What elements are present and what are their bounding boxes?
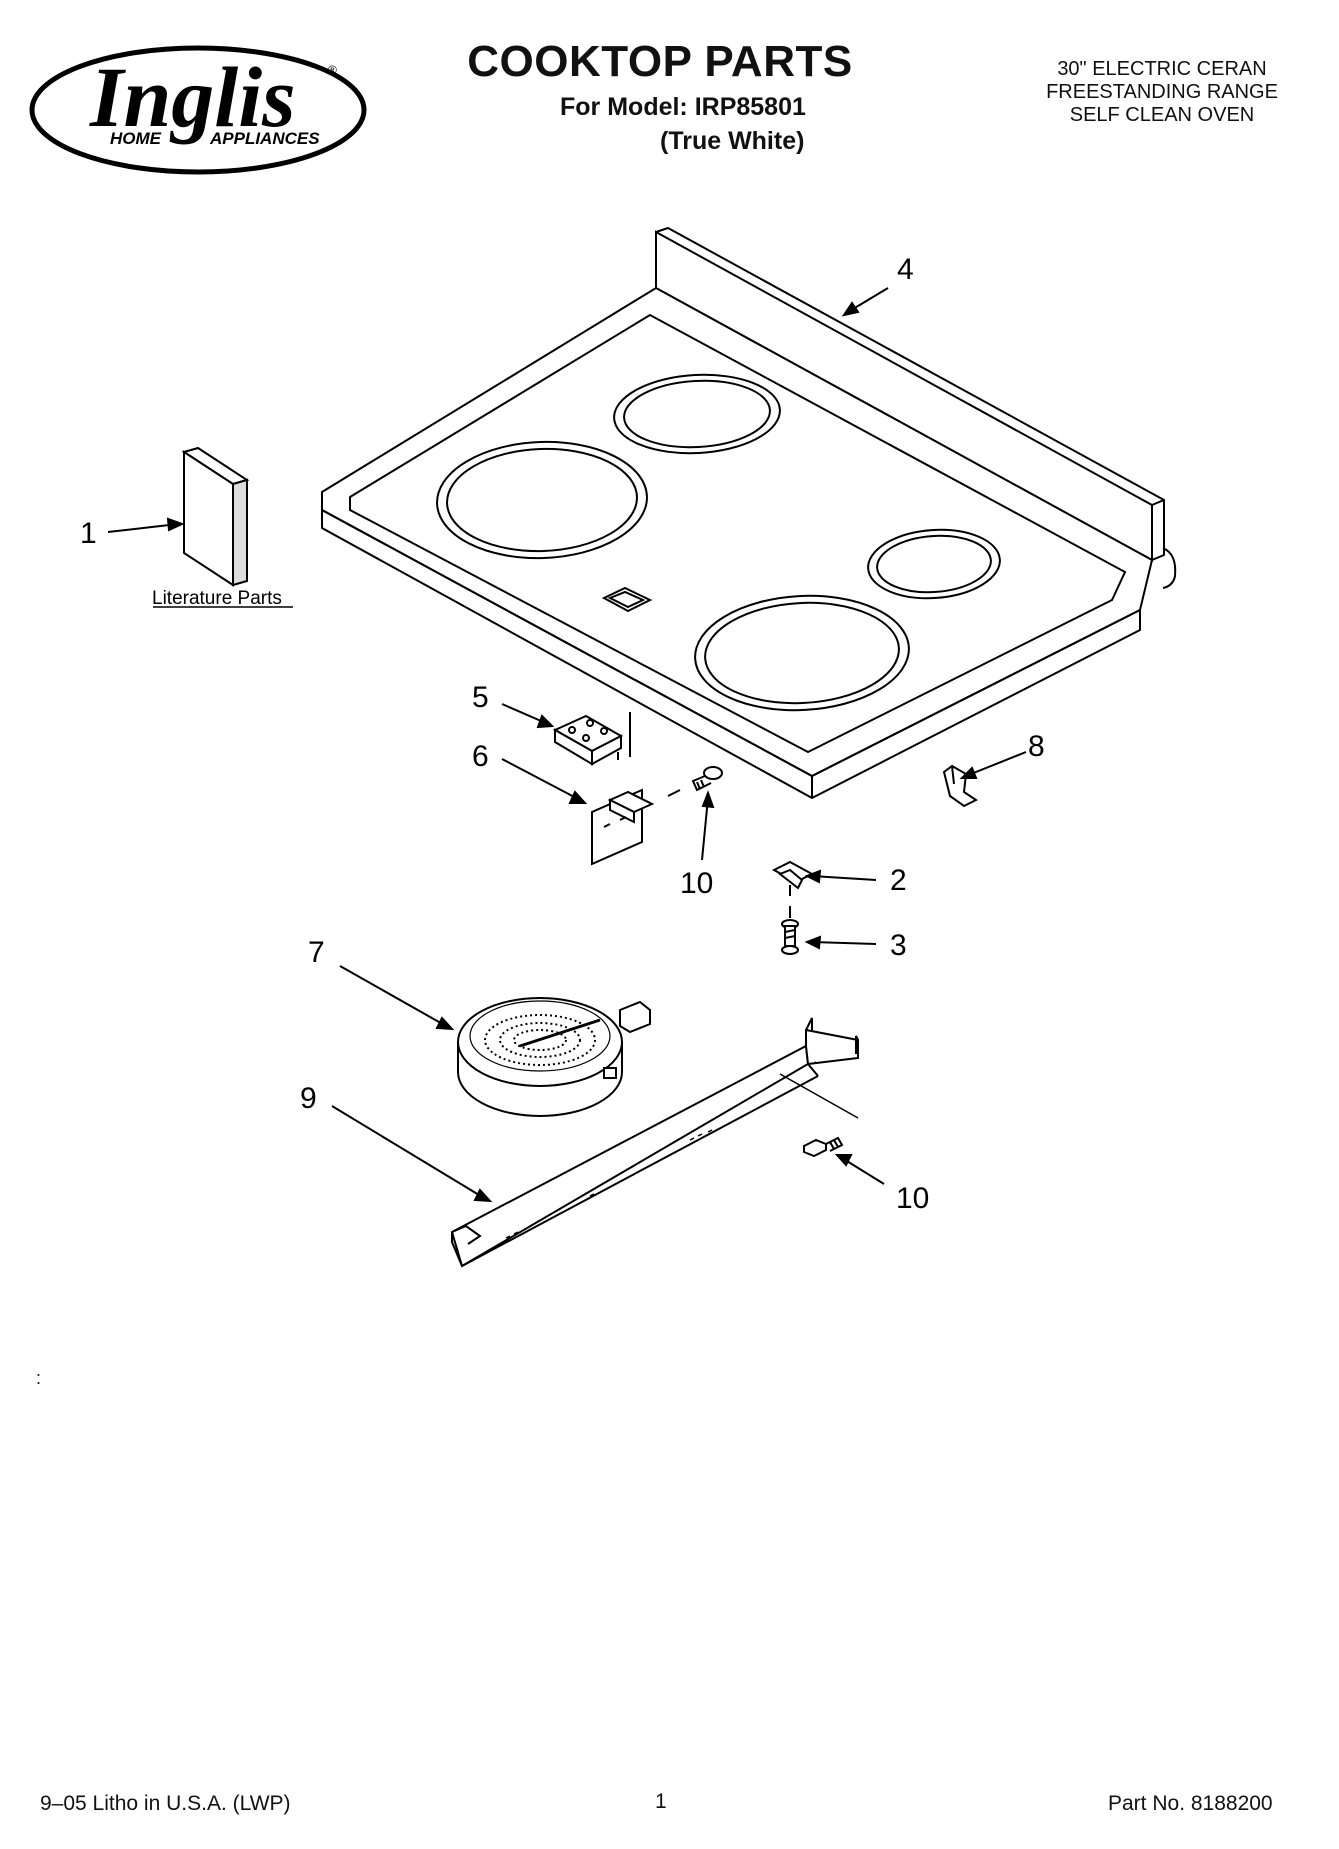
logo-tagline-home: HOME	[110, 129, 162, 148]
part-bracket	[591, 788, 681, 866]
callout-8: 8	[1028, 730, 1045, 763]
appliance-description: 30" ELECTRIC CERAN FREESTANDING RANGE SE…	[1012, 58, 1312, 127]
title-block: COOKTOP PARTS For Model: IRP85801 (True …	[440, 38, 880, 156]
callout-5: 5	[472, 681, 489, 714]
logo-wordmark: Inglis	[89, 49, 296, 145]
part-terminal-block	[552, 712, 631, 766]
part-clip-bracket	[771, 860, 815, 918]
footer-litho: 9–05 Litho in U.S.A. (LWP)	[40, 1792, 291, 1815]
part-cooktop	[321, 226, 1177, 800]
stray-mark: :	[36, 1368, 42, 1388]
callout-3: 3	[890, 929, 907, 962]
callout-1: 1	[80, 517, 97, 550]
footer-part-number: Part No. 8188200	[1108, 1792, 1273, 1815]
model-line: For Model: IRP85801	[560, 93, 806, 121]
part-clip	[942, 764, 978, 808]
callout-2: 2	[890, 864, 907, 897]
footer-page-number: 1	[655, 1790, 667, 1813]
literature-parts-label: Literature Parts	[152, 588, 282, 609]
part-radiant-element	[457, 997, 651, 1117]
page-title: COOKTOP PARTS	[467, 37, 853, 86]
callout-10-lower: 10	[896, 1182, 929, 1215]
part-screw-upper	[691, 766, 723, 792]
description-line: FREESTANDING RANGE	[1046, 81, 1278, 103]
description-line: SELF CLEAN OVEN	[1069, 104, 1255, 126]
callout-10-upper: 10	[680, 867, 713, 900]
description-line: 30" ELECTRIC CERAN	[1057, 58, 1267, 80]
inglis-logo: Inglis ® HOME APPLIANCES	[29, 45, 367, 175]
color-line: (True White)	[660, 127, 805, 155]
callout-arrows	[107, 287, 1027, 1203]
part-support-bar	[450, 1017, 859, 1268]
logo-tagline-appliances: APPLIANCES	[209, 129, 320, 148]
part-screw-3	[781, 919, 799, 955]
part-screw-lower	[803, 1136, 844, 1158]
callout-7: 7	[308, 936, 325, 969]
callout-6: 6	[472, 740, 489, 773]
callout-9: 9	[300, 1082, 317, 1115]
part-literature	[153, 446, 293, 608]
registered-mark: ®	[328, 63, 337, 77]
callout-4: 4	[897, 253, 914, 286]
